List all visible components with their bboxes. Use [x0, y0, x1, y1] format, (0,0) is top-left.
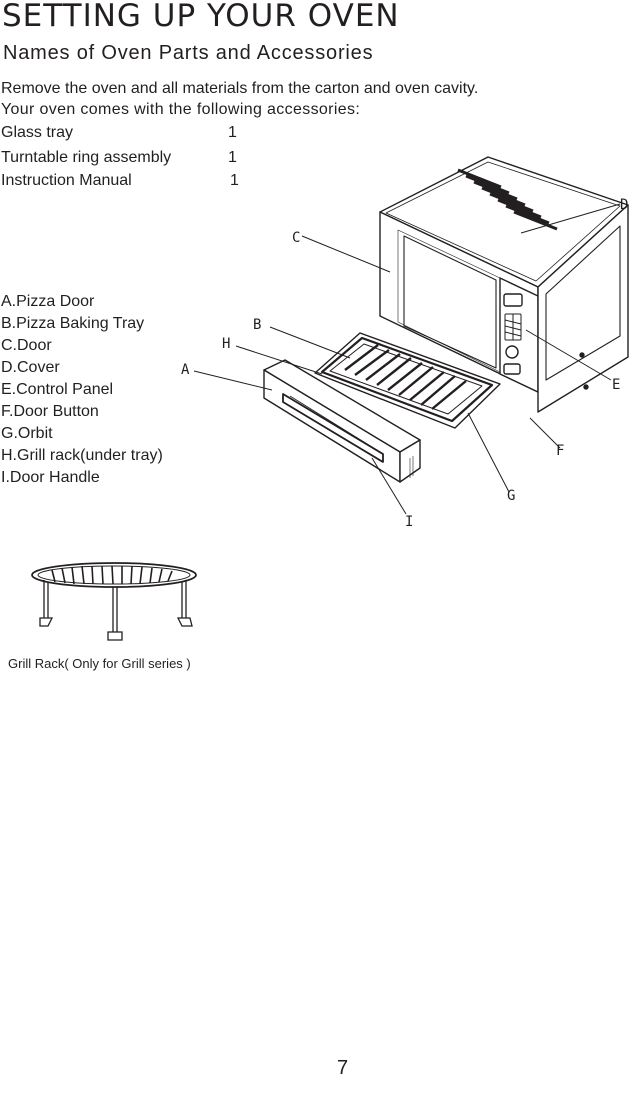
page-number: 7 [337, 1057, 349, 1079]
part-label-b: B.Pizza Baking Tray [1, 315, 145, 332]
part-label-e: E.Control Panel [1, 381, 114, 398]
section-subtitle: Names of Oven Parts and Accessories [3, 42, 374, 64]
accessory-name: Glass tray [1, 124, 74, 141]
diagram-label-c: C [292, 230, 300, 246]
diagram-label-h: H [222, 336, 230, 352]
part-label-a: A.Pizza Door [1, 293, 95, 310]
oven-diagram: C D B H A E F G I [181, 156, 629, 530]
accessory-qty: 1 [228, 149, 237, 166]
part-label-c: C.Door [1, 337, 52, 354]
part-label-g: G.Orbit [1, 425, 53, 442]
diagram-label-a: A [181, 362, 190, 378]
diagram-label-i: I [405, 514, 413, 530]
accessory-name: Instruction Manual [1, 172, 132, 189]
diagram-label-g: G [507, 488, 515, 504]
part-label-h: H.Grill rack(under tray) [1, 447, 163, 464]
grill-rack-illustration [31, 562, 197, 641]
part-label-d: D.Cover [1, 359, 60, 376]
parts-legend: A.Pizza Door B.Pizza Baking Tray C.Door … [1, 291, 163, 489]
accessory-name: Turntable ring assembly [1, 149, 172, 166]
grill-rack-caption: Grill Rack( Only for Grill series ) [8, 656, 191, 671]
diagram-label-d: D [620, 197, 628, 213]
part-label-i: I.Door Handle [1, 469, 100, 486]
diagram-label-b: B [253, 317, 261, 333]
accessory-qty: 1 [228, 124, 237, 141]
diagram-label-e: E [612, 377, 620, 393]
intro-line-1: Remove the oven and all materials from t… [1, 80, 479, 97]
accessory-qty: 1 [230, 172, 239, 189]
diagram-label-f: F [556, 443, 564, 459]
part-label-f: F.Door Button [1, 403, 99, 420]
intro-line-2: Your oven comes with the following acces… [1, 101, 361, 118]
page-title: SETTING UP YOUR OVEN [2, 0, 400, 34]
